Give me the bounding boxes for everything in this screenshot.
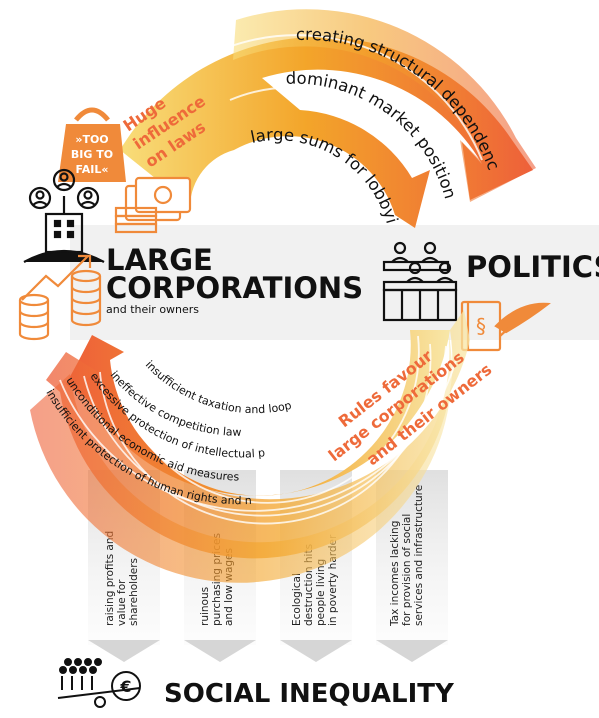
impact-line: services and infrastructure: [413, 485, 425, 626]
impact-line: for provision of social: [401, 514, 413, 626]
owners-building-icon: [23, 168, 105, 263]
growth-coins-icon: [18, 254, 102, 341]
heading-social-inequality: SOCIAL INEQUALITY: [164, 679, 455, 709]
svg-text:§: §: [476, 314, 486, 338]
svg-text:€: €: [119, 677, 131, 696]
top-arc: [120, 9, 536, 228]
law-book-icon: §: [460, 300, 551, 352]
heading-large: LARGE: [106, 243, 213, 277]
impact-line: people living: [315, 559, 327, 626]
heading-politics: POLITICS: [466, 250, 599, 284]
banknotes-icon: [114, 176, 192, 234]
svg-text:BIG TO: BIG TO: [71, 148, 113, 161]
impact-line: Tax incomes lacking: [389, 521, 401, 627]
impact-line: shareholders: [128, 558, 140, 626]
parliament-icon: [382, 241, 458, 322]
impact-line: ruinous: [199, 587, 211, 626]
impact-line: Ecological: [291, 573, 303, 626]
too-big-to-fail-weight: »TOO BIG TO FAIL«: [58, 107, 126, 182]
svg-text:FAIL«: FAIL«: [76, 163, 109, 176]
heading-subtitle: and their owners: [106, 303, 199, 316]
impact-text-tax: Tax incomes lackingfor provision of soci…: [389, 485, 425, 627]
heading-corporations: CORPORATIONS: [106, 271, 363, 305]
impact-line: value for: [116, 579, 128, 626]
impact-line: raising profits and: [104, 531, 116, 626]
social-inequality-icon: €: [57, 658, 141, 708]
bottom-arc: [30, 310, 470, 583]
svg-text:»TOO: »TOO: [75, 133, 108, 146]
impact-text-profits: raising profits andvalue forshareholders: [104, 531, 140, 626]
